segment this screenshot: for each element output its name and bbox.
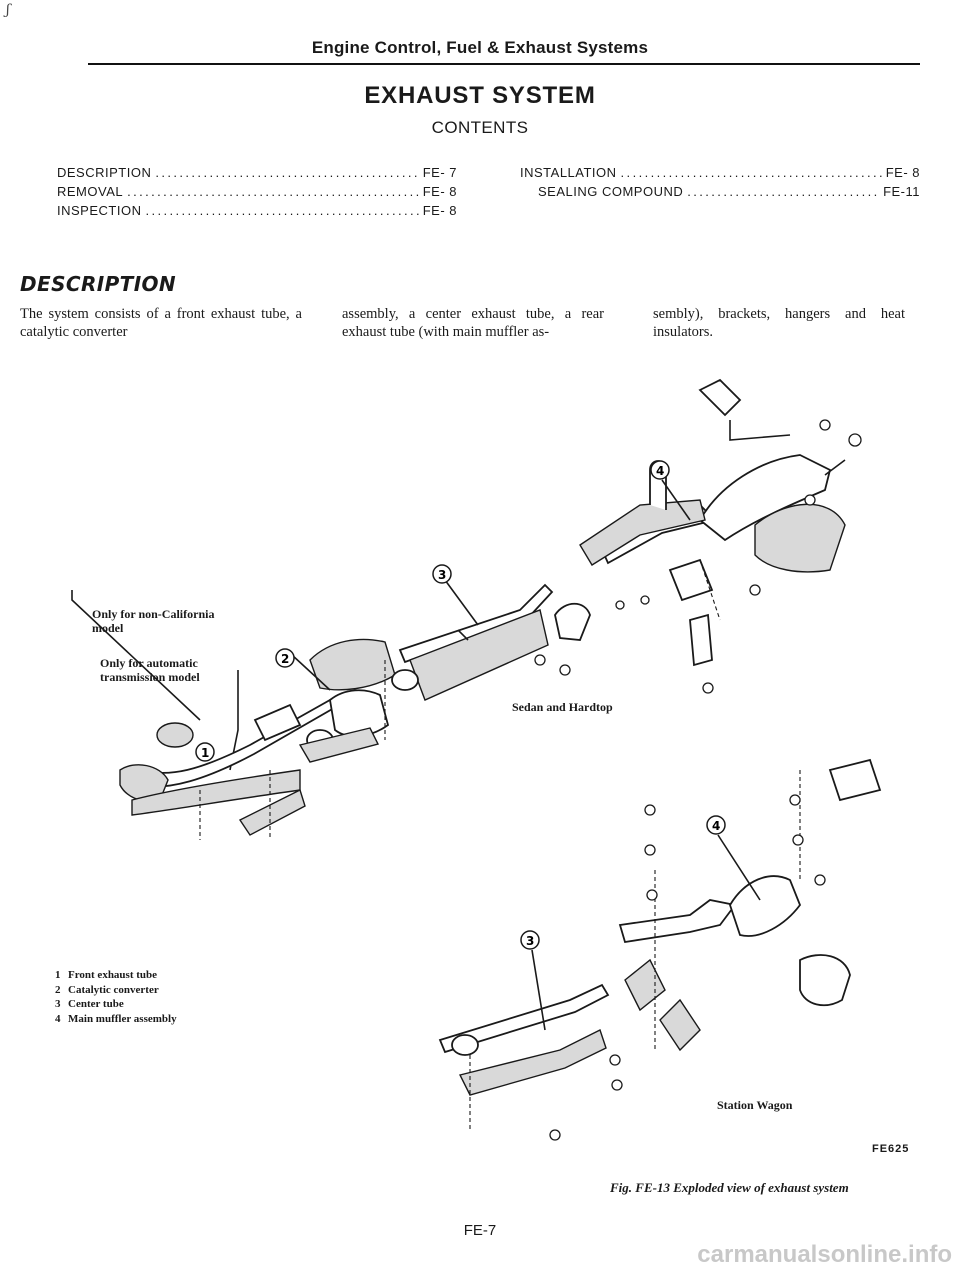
main-muffler-sedan — [554, 378, 846, 667]
contents-label: CONTENTS — [431, 118, 529, 137]
callout-4-sedan: 4 — [656, 464, 664, 478]
catalytic-converter — [298, 638, 396, 763]
toc-entry: REMOVAL.................................… — [57, 184, 457, 199]
description-col-2: assembly, a center exhaust tube, a rear … — [342, 306, 604, 340]
toc-label: REMOVAL — [57, 184, 124, 199]
watermark: carmanualsonline.info — [697, 1241, 952, 1268]
toc-entry: DESCRIPTION.............................… — [57, 165, 457, 180]
front-exhaust-tube — [119, 698, 336, 840]
center-tube-wagon — [438, 983, 610, 1130]
toc-page: FE-11 — [883, 184, 920, 199]
description-col-3: sembly), brackets, hangers and heat insu… — [653, 306, 905, 340]
section-heading-description: DESCRIPTION — [20, 272, 177, 296]
toc-label: INSPECTION — [57, 203, 142, 218]
hardware-sedan — [534, 419, 862, 694]
figure-code: FE625 — [872, 1143, 910, 1155]
toc-page: FE- 7 — [422, 165, 457, 180]
label-station-wagon: Station Wagon — [717, 1098, 793, 1112]
corner-mark: ʃ — [6, 2, 10, 18]
toc-label: INSTALLATION — [520, 165, 617, 180]
label-sedan-hardtop: Sedan and Hardtop — [512, 700, 613, 714]
page-number: FE-7 — [463, 1222, 497, 1239]
callout-2: 2 — [281, 652, 289, 666]
toc-entry: INSPECTION..............................… — [57, 203, 457, 218]
header-rule — [88, 63, 920, 65]
note-automatic: Only for automatic transmission model — [100, 656, 200, 684]
toc-right: INSTALLATION............................… — [520, 165, 920, 203]
callout-3-wagon: 3 — [526, 934, 534, 948]
toc-entry: SEALING COMPOUND........................… — [538, 184, 920, 199]
note-non-california: Only for non-California model — [92, 607, 215, 635]
description-col-1: The system consists of a front exhaust t… — [20, 306, 302, 340]
toc-entry: INSTALLATION............................… — [520, 165, 920, 180]
toc-left: DESCRIPTION.............................… — [57, 165, 457, 222]
figure-caption: Fig. FE-13 Exploded view of exhaust syst… — [610, 1180, 849, 1195]
callout-3-sedan: 3 — [438, 568, 446, 582]
toc-page: FE- 8 — [422, 184, 457, 199]
toc-label: SEALING COMPOUND — [538, 184, 684, 199]
hardware-wagon — [549, 794, 826, 1141]
main-muffler-wagon — [618, 758, 882, 1052]
callout-1: 1 — [201, 746, 209, 760]
toc-page: FE- 8 — [422, 203, 457, 218]
toc-page: FE- 8 — [885, 165, 920, 180]
toc-label: DESCRIPTION — [57, 165, 152, 180]
center-tube-sedan — [391, 583, 554, 701]
callout-4-wagon: 4 — [712, 819, 720, 833]
running-header: Engine Control, Fuel & Exhaust Systems — [311, 38, 649, 57]
page-title: EXHAUST SYSTEM — [364, 82, 596, 109]
